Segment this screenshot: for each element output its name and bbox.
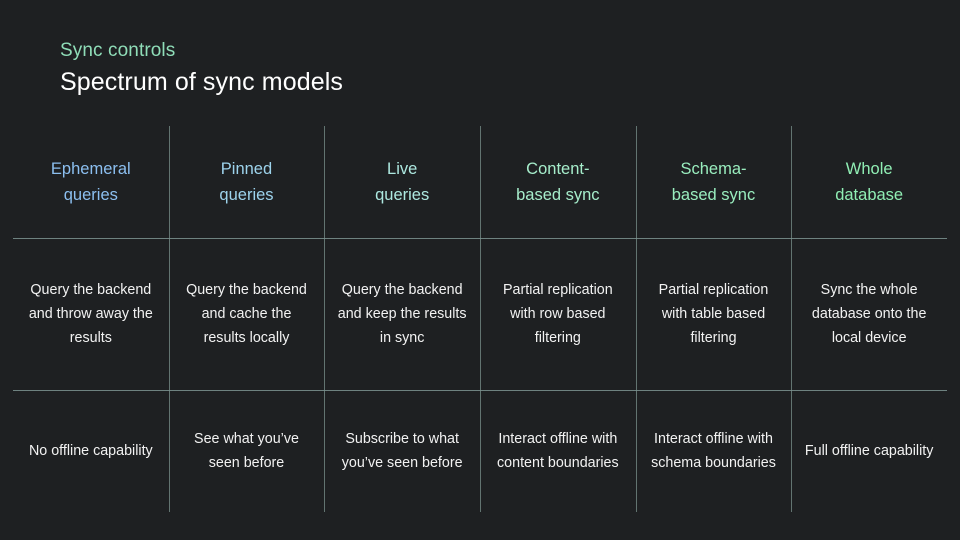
header-line-1: Live [387,160,418,178]
table-column-divider-4 [635,126,637,512]
header-line-2: database [835,186,904,204]
header-line-2: queries [375,186,430,204]
sync-models-table: Ephemeral queries Pinned queries Live queri… [13,126,947,512]
column-header-text: Live queries [375,156,429,208]
table-cell-description-schema-based-sync: Partial replication with table based fil… [658,282,769,346]
slide-header: Sync controls Spectrum of sync models [60,38,343,98]
header-line-1: Content- [526,160,590,178]
column-header-text: Ephemeral queries [51,156,131,208]
table-column-divider-3 [480,126,481,512]
table-cell-capability-whole-database: Full offline capability [804,443,934,459]
column-header-ephemeral-queries: Ephemeral queries [13,126,169,238]
table-cell-description-content-based-sync: Partial replication with row based filte… [502,282,613,346]
page-title: Spectrum of sync models [60,68,343,96]
column-header-schema-based-sync: Schema-based sync [636,126,792,238]
header-line-1: Pinned [220,160,273,178]
table-cell-capability-ephemeral-queries: No offline capability [28,443,153,459]
column-header-pinned-queries: Pinned queries [169,126,325,238]
table-column-divider-1 [168,126,170,512]
header-line-2: queries [63,186,118,204]
header-line-1: Ephemeral [50,160,131,178]
table-grid: Ephemeral queries Pinned queries Live queri… [13,126,947,512]
column-header-whole-database: Whole database [791,126,947,238]
header-line-2: based sync [516,186,600,204]
header-line-1: Schema- [680,160,747,178]
column-header-text: Pinned queries [219,156,273,208]
table-cell-description-pinned-queries: Query the backend and cache the results … [186,282,307,346]
header-line-2: based sync [671,186,756,204]
header-line-2: queries [219,186,274,204]
table-cell-description-whole-database: Sync the whole database onto the local d… [811,282,927,346]
table-column-divider-2 [324,126,326,512]
column-header-text: Content-based sync [516,156,599,208]
table-cell-capability-pinned-queries: See what you’ve seen before [194,431,299,471]
table-column-divider-5 [791,126,793,512]
table-cell-capability-content-based-sync: Interact offline with content boundaries [497,431,619,471]
table-cell-description-ephemeral-queries: Query the backend and throw away the res… [28,282,153,346]
header-line-1: Whole [845,160,893,178]
column-header-text: Schema-based sync [672,156,755,208]
table-cell-capability-live-queries: Subscribe to what you’ve seen before [341,431,463,471]
column-header-text: Whole database [835,156,903,208]
column-header-live-queries: Live queries [324,126,480,238]
column-header-content-based-sync: Content-based sync [480,126,636,238]
table-cell-capability-schema-based-sync: Interact offline with schema boundaries [651,431,776,471]
table-cell-description-live-queries: Query the backend and keep the results i… [337,282,467,346]
eyebrow-label: Sync controls [60,40,176,61]
